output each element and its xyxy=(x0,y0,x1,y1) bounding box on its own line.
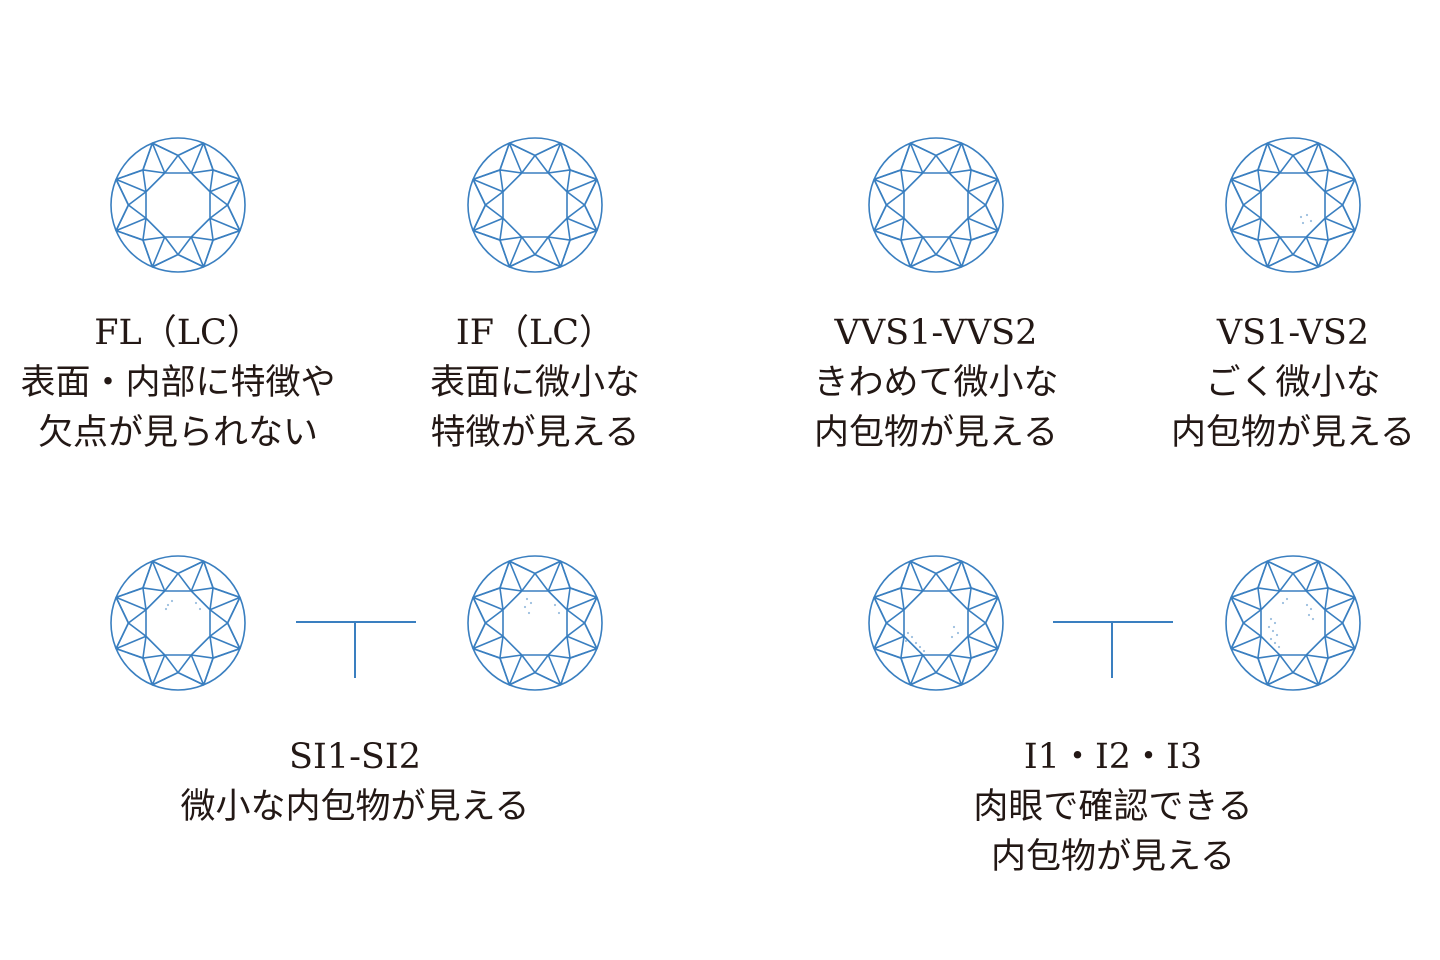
range-bracket-i xyxy=(1053,620,1173,680)
grade-desc-line1: 表面に微小な xyxy=(429,363,641,403)
grade-desc-line1: 表面・内部に特徴や xyxy=(20,363,336,403)
grade-label-si: SI1-SI2 微小な内包物が見える xyxy=(181,732,530,832)
diamond-i1-icon xyxy=(866,553,1006,693)
range-bracket-si xyxy=(296,620,416,680)
grade-desc-line1: きわめて微小な xyxy=(813,363,1059,403)
grade-name: VVS1-VVS2 xyxy=(834,313,1038,353)
grade-label-vvs: VVS1-VVS2 きわめて微小な 内包物が見える xyxy=(813,308,1058,458)
grade-name: FL（LC） xyxy=(94,313,262,353)
diamond-fl-icon xyxy=(108,135,248,275)
grade-label-i: I1・I2・I3 肉眼で確認できる 内包物が見える xyxy=(973,732,1252,882)
grade-desc-line2: 内包物が見える xyxy=(1171,413,1415,453)
grade-desc-line1: ごく微小な xyxy=(1205,363,1381,403)
diamond-i3-icon xyxy=(1223,553,1363,693)
grade-name: I1・I2・I3 xyxy=(1023,737,1203,777)
grade-desc-line1: 微小な内包物が見える xyxy=(180,787,530,827)
grade-name: IF（LC） xyxy=(455,313,615,353)
grade-desc-line1: 肉眼で確認できる xyxy=(973,787,1253,827)
diamond-vs-icon xyxy=(1223,135,1363,275)
grade-name: VS1-VS2 xyxy=(1216,313,1370,353)
diamond-si1-icon xyxy=(108,553,248,693)
diamond-vvs-icon xyxy=(866,135,1006,275)
grade-desc-line2: 内包物が見える xyxy=(991,837,1235,877)
diamond-si2-icon xyxy=(465,553,605,693)
grade-name: SI1-SI2 xyxy=(289,737,421,777)
grade-label-fl: FL（LC） 表面・内部に特徴や 欠点が見られない xyxy=(20,308,335,458)
grade-desc-line2: 内包物が見える xyxy=(814,413,1058,453)
grade-label-vs: VS1-VS2 ごく微小な 内包物が見える xyxy=(1171,308,1415,458)
grade-label-if: IF（LC） 表面に微小な 特徴が見える xyxy=(430,308,640,458)
grade-desc-line2: 特徴が見える xyxy=(430,413,640,453)
diamond-if-icon xyxy=(465,135,605,275)
grade-desc-line2: 欠点が見られない xyxy=(37,413,319,453)
